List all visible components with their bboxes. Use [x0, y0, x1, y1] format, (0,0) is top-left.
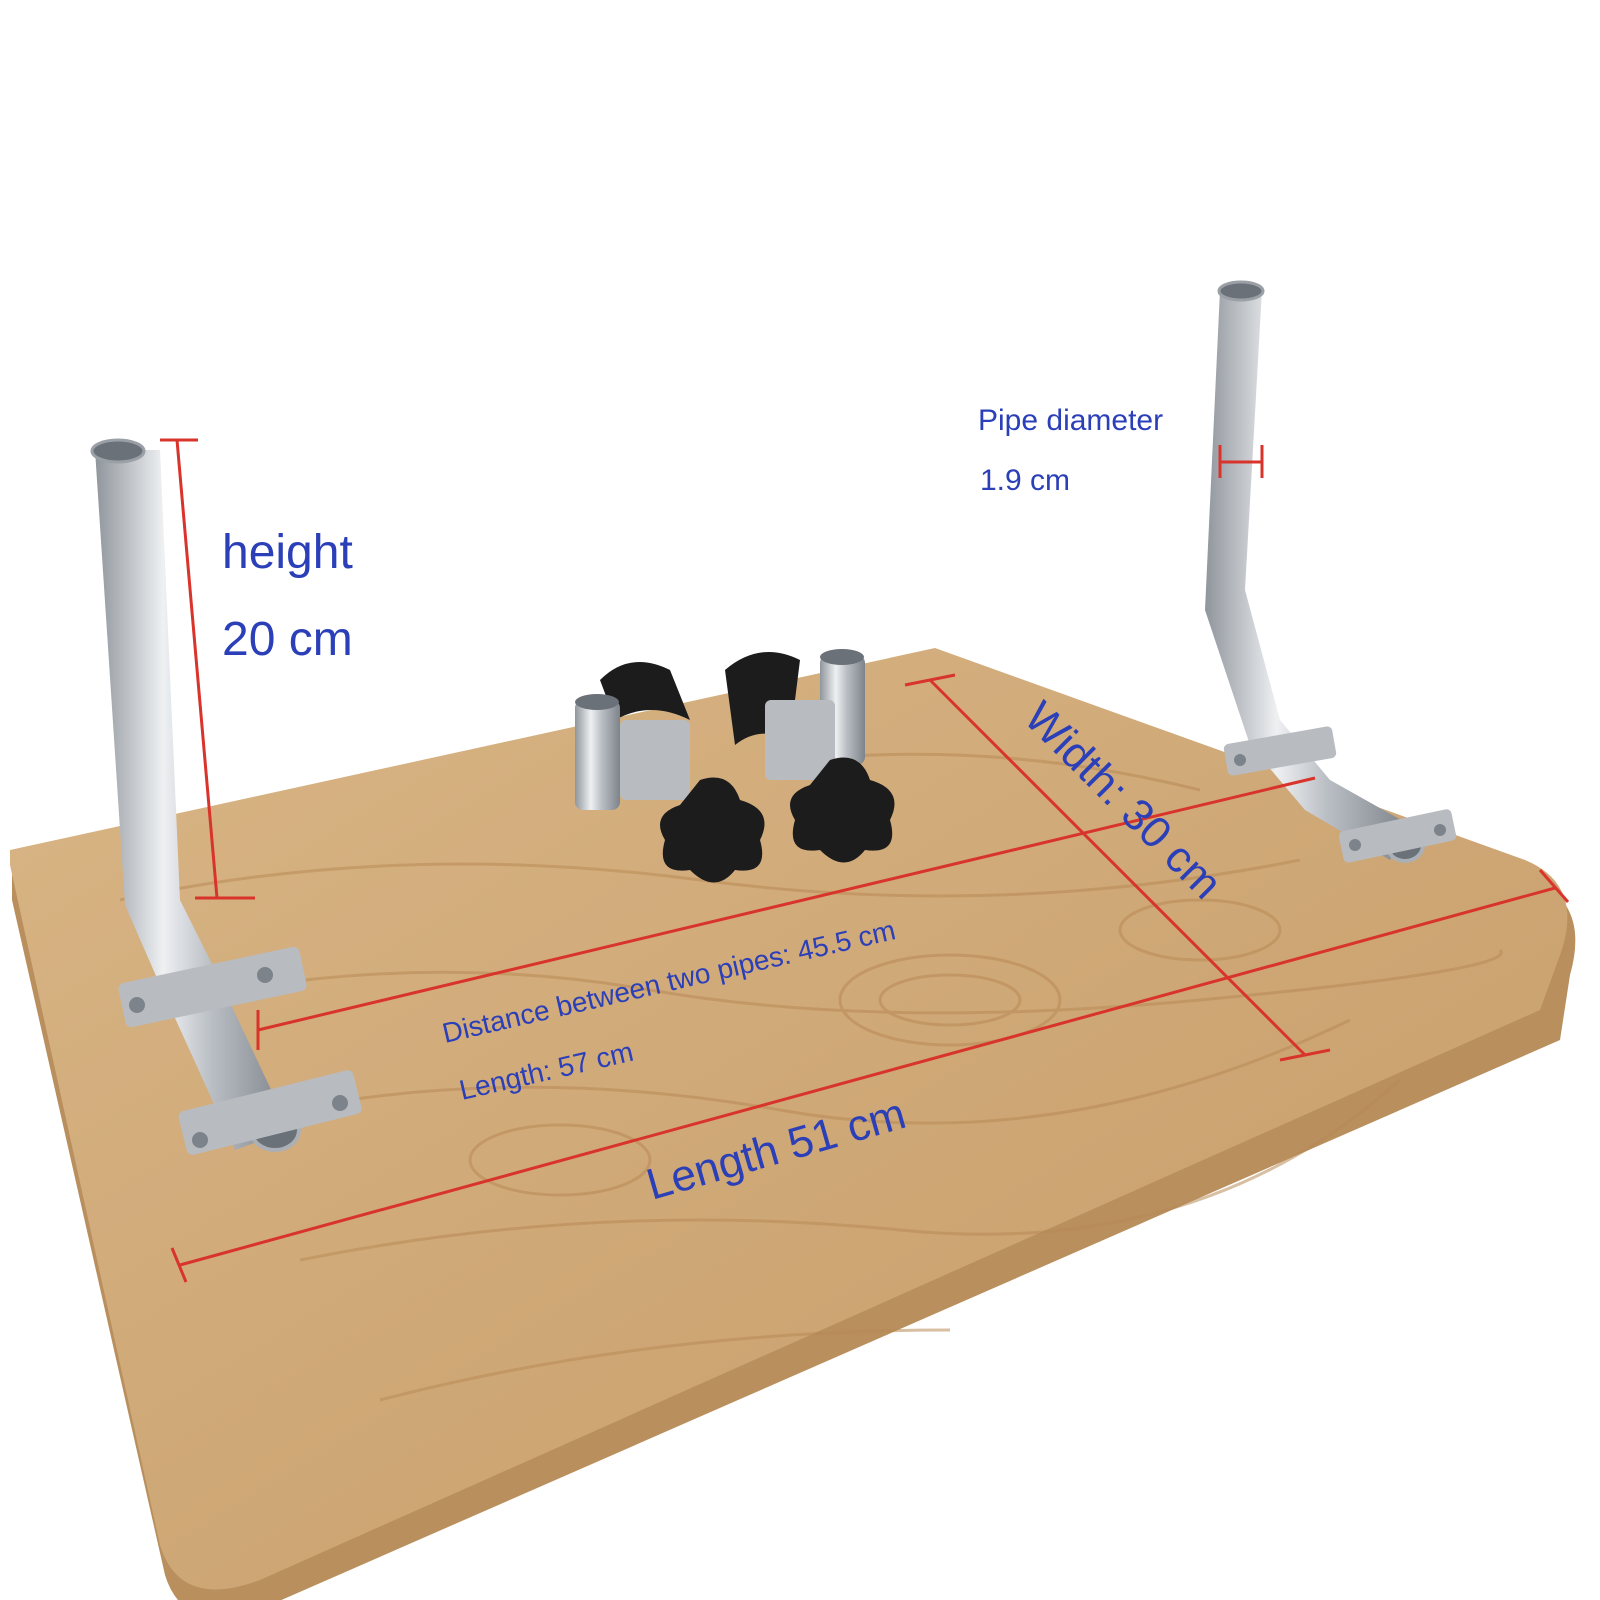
star-knob-right — [790, 757, 895, 863]
dimension-lines — [160, 438, 1570, 1283]
left-leg-pipe — [90, 438, 362, 1155]
clamp-tube-left — [575, 700, 620, 810]
clamp-hardware — [575, 649, 895, 883]
right-pipe-top-opening — [1217, 280, 1265, 302]
height-dimension-line — [160, 438, 255, 900]
left-bracket-top — [118, 946, 307, 1028]
board-top — [10, 648, 1568, 1590]
left-pipe-top-opening — [90, 438, 146, 464]
rubber-sleeve-left — [600, 662, 690, 720]
pipe-diameter-label: Pipe diameter — [978, 404, 1163, 437]
right-bracket-top — [1223, 726, 1337, 776]
left-bracket-bottom — [178, 1070, 362, 1155]
wooden-board — [10, 648, 1576, 1600]
height-label: height — [222, 526, 353, 579]
right-bracket-bottom — [1338, 809, 1457, 863]
wood-grain — [119, 752, 1503, 1402]
height-value: 20 cm — [222, 613, 353, 666]
right-leg-pipe — [1205, 280, 1457, 863]
pipe-diameter-value: 1.9 cm — [980, 464, 1070, 497]
pipe-diameter-dimension-line — [1218, 445, 1264, 478]
width-dimension-line — [904, 673, 1331, 1062]
star-knob-left — [660, 777, 765, 883]
length-dimension-line — [170, 869, 1570, 1283]
distance-dimension-line — [256, 776, 1316, 1050]
